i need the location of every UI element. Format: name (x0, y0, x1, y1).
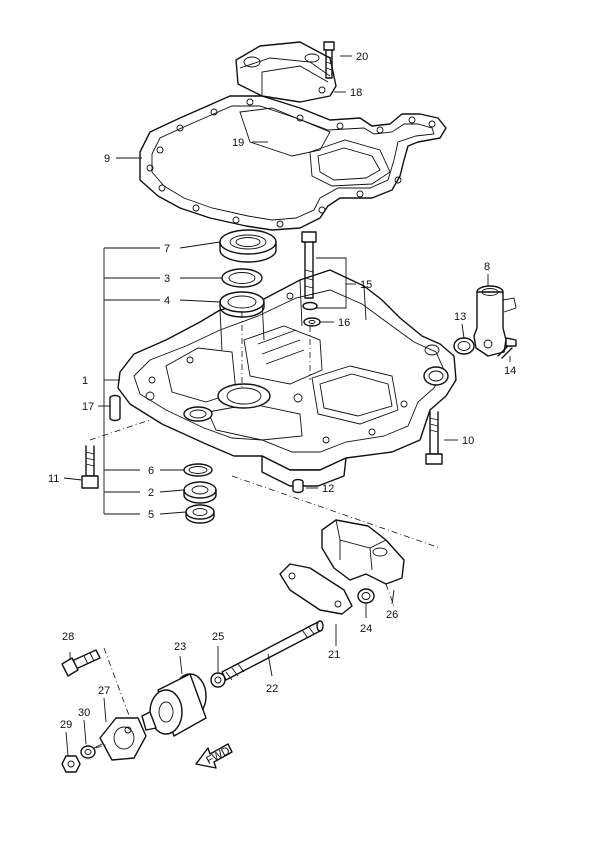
bearing-part-7 (219, 229, 277, 263)
stud-part-22 (221, 620, 324, 681)
callout-7: 7 (164, 243, 170, 255)
bolt-part-11 (81, 445, 99, 489)
callout-9: 9 (104, 153, 110, 165)
o-ring-part-13 (453, 337, 475, 355)
callout-17: 17 (82, 401, 94, 413)
seal-part-6 (183, 463, 213, 477)
gasket-part-21 (279, 563, 353, 615)
callout-6: 6 (148, 465, 154, 477)
bearing-part-2 (183, 481, 217, 504)
callout-21: 21 (328, 649, 340, 661)
callout-15: 15 (360, 279, 372, 291)
washer-part-16 (303, 317, 321, 327)
callout-20: 20 (356, 51, 368, 63)
callout-24: 24 (360, 623, 372, 635)
callout-23: 23 (174, 641, 186, 653)
callout-18: 18 (350, 87, 362, 99)
seal-part-5 (185, 504, 215, 524)
engine-holder-part-1 (117, 269, 457, 487)
washer-part-30 (80, 745, 96, 759)
callout-27: 27 (98, 685, 110, 697)
callout-3: 3 (164, 273, 170, 285)
callout-25: 25 (212, 631, 224, 643)
bolt-part-10 (425, 411, 443, 465)
bracket-part-26 (321, 519, 405, 585)
seal-part-3 (221, 268, 263, 288)
leader-lines (63, 55, 511, 757)
callout-28: 28 (62, 631, 74, 643)
callout-4: 4 (164, 295, 170, 307)
bracket-part-27 (93, 717, 147, 761)
callout-12: 12 (322, 483, 334, 495)
bolt-part-15 (301, 231, 318, 311)
mount-rubber-part-23 (141, 673, 207, 737)
gasket-bolt-holes (146, 98, 436, 228)
bolt-part-20 (323, 41, 335, 79)
grouping-bracket-lines (103, 247, 160, 515)
nut-part-29 (61, 755, 81, 773)
callout-8: 8 (484, 261, 490, 273)
callout-30: 30 (78, 707, 90, 719)
fwd-arrow-icon: FWD (195, 743, 233, 769)
callout-1: 1 (82, 375, 88, 387)
callout-19: 19 (232, 137, 244, 149)
cap-part-8 (473, 285, 517, 357)
washer-part-25 (210, 672, 226, 688)
callout-labels: 1 2 3 4 5 6 7 8 9 10 11 12 13 14 15 16 1… (48, 51, 516, 731)
bolt-part-28 (61, 649, 101, 677)
pin-part-12 (292, 478, 304, 494)
callout-14: 14 (504, 365, 516, 377)
callout-11: 11 (48, 473, 59, 485)
gasket-part-9 (139, 95, 447, 231)
callout-22: 22 (266, 683, 278, 695)
callout-29: 29 (60, 719, 72, 731)
callout-16: 16 (338, 317, 350, 329)
washer-part-24 (357, 588, 375, 604)
pin-part-17 (109, 394, 121, 422)
cover-part-18 (235, 41, 337, 103)
callout-26: 26 (386, 609, 398, 621)
callout-2: 2 (148, 487, 154, 499)
screw-part-14 (497, 337, 517, 359)
callout-5: 5 (148, 509, 154, 521)
callout-13: 13 (454, 311, 466, 323)
callout-10: 10 (462, 435, 474, 447)
